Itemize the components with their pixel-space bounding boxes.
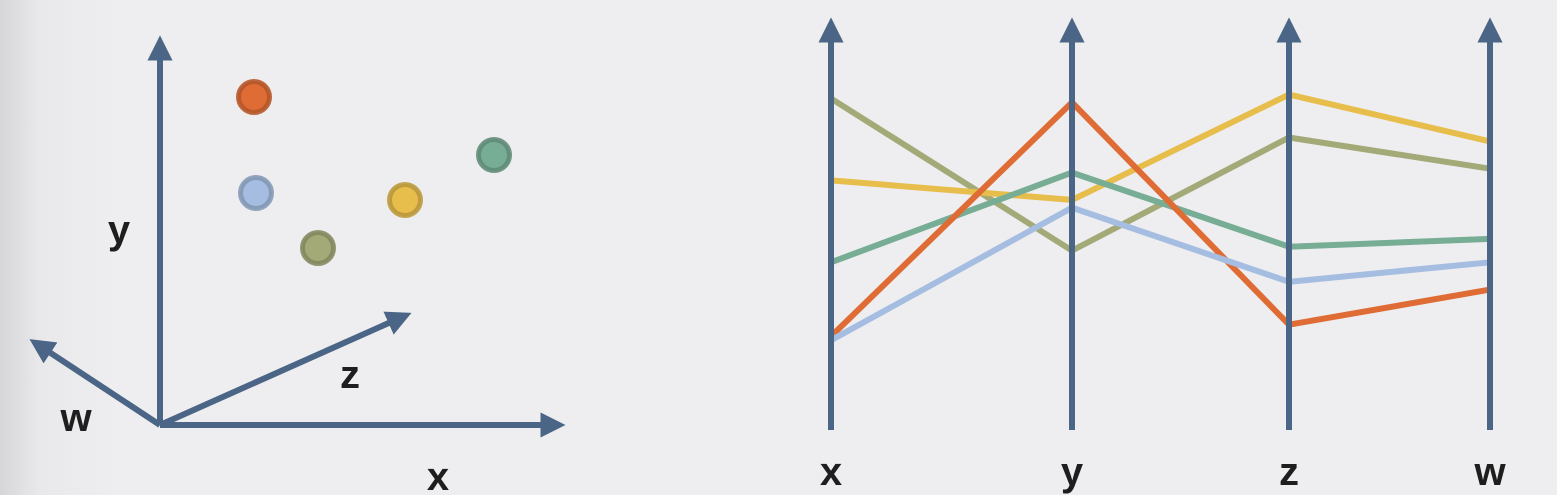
scatter-axes — [29, 35, 566, 438]
scatter-y-label: y — [108, 208, 131, 252]
scatter-points — [236, 79, 512, 266]
parallel-axis-label-z: z — [1279, 450, 1299, 494]
scatter-point-olive-fill — [305, 235, 331, 261]
scatter-w-label: w — [59, 396, 92, 440]
scatter-point-yellow-fill — [392, 187, 418, 213]
scatter-point-blue-fill — [243, 180, 269, 206]
w-axis-arrow — [29, 339, 162, 428]
parallel-line-blue — [829, 204, 1491, 343]
parallel-lines — [828, 91, 1491, 343]
parallel-line-yellow — [830, 91, 1491, 203]
scatter-x-label: x — [427, 455, 449, 495]
parallel-axis-label-y: y — [1061, 450, 1084, 494]
parallel-axis-label-x: x — [820, 450, 842, 494]
scatter-point-orange-fill — [241, 84, 267, 110]
scatter-panel: x y z w — [29, 35, 566, 495]
parallel-line-olive — [829, 95, 1491, 255]
scatter-z-label: z — [340, 353, 360, 397]
parallel-axes — [818, 17, 1503, 430]
z-axis-arrow — [158, 311, 412, 428]
parallel-line-orange — [828, 98, 1491, 339]
scatter-point-teal-fill — [481, 142, 507, 168]
parallel-axis-label-w: w — [1473, 450, 1506, 494]
